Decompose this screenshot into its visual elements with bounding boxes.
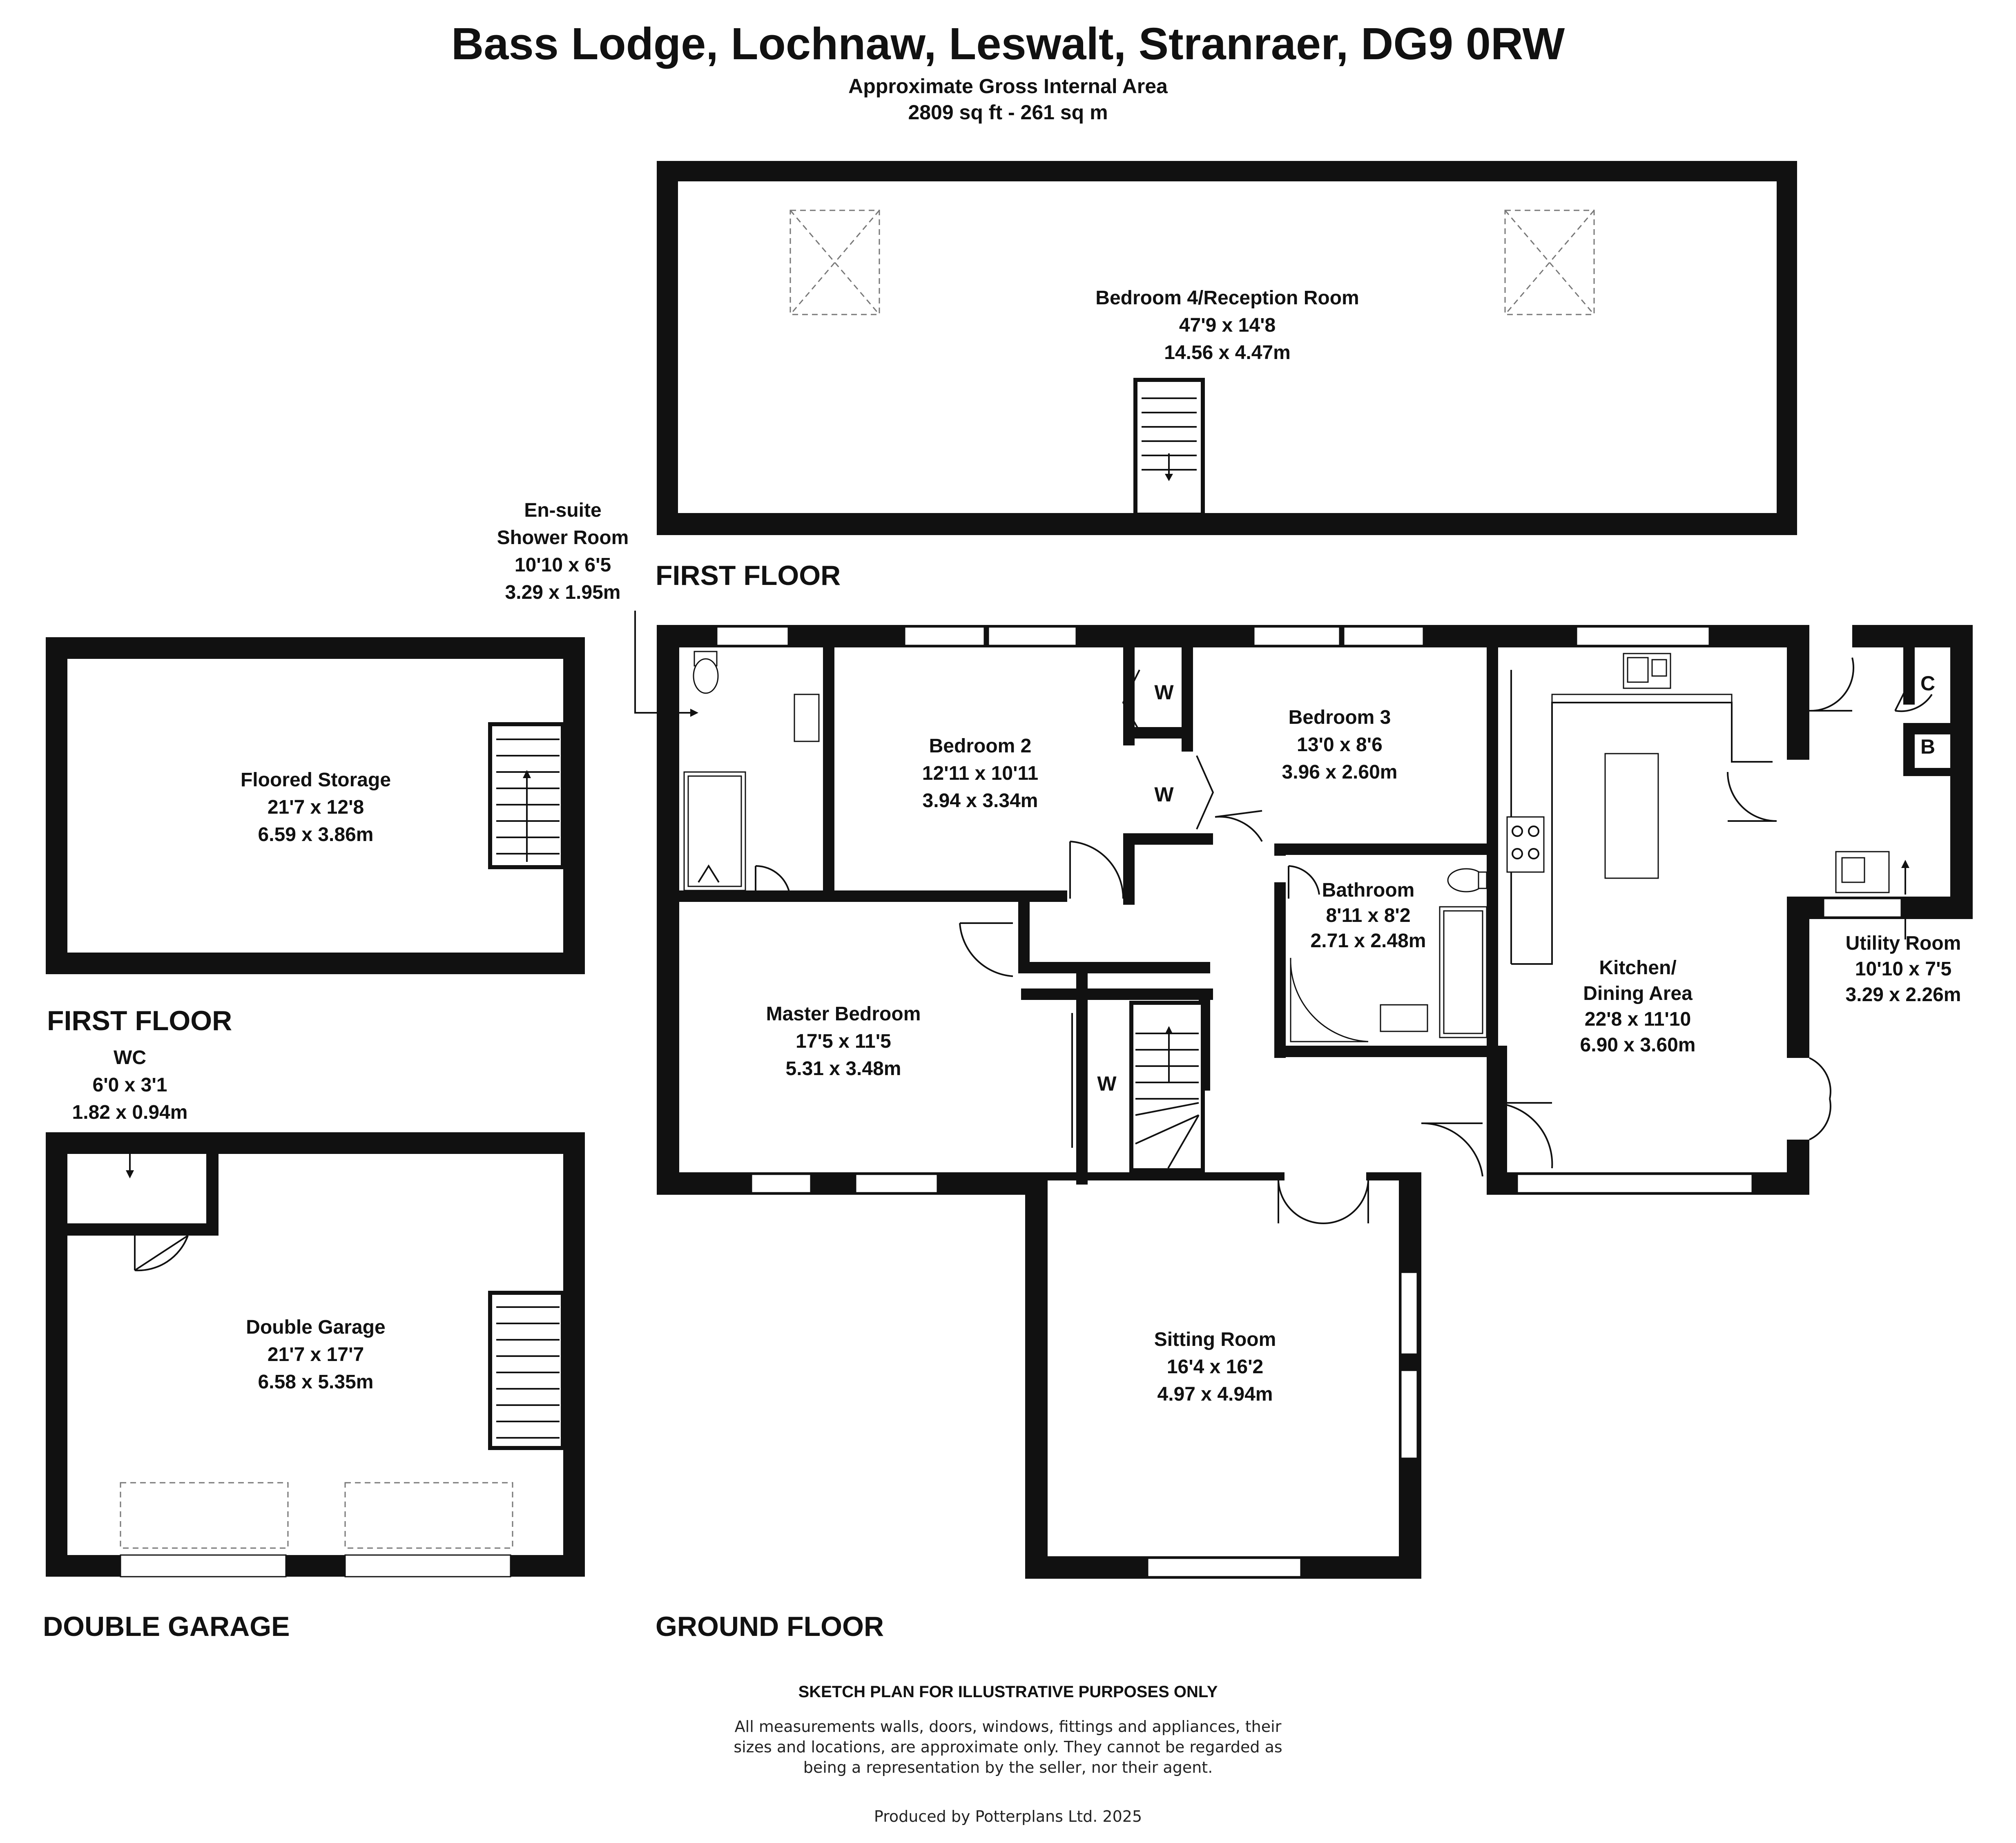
bathroom-shower-icon <box>1290 957 1369 1042</box>
double-garage-label: DOUBLE GARAGE <box>43 1611 290 1642</box>
storage-name: Floored Storage <box>241 769 391 791</box>
wardrobe-label-2: W <box>1154 783 1174 806</box>
disclaimer-line-1: All measurements walls, doors, windows, … <box>735 1718 1282 1736</box>
wc-door <box>134 1235 189 1272</box>
master-imperial: 17'5 x 11'5 <box>796 1031 891 1052</box>
wc-metric: 1.82 x 0.94m <box>72 1102 188 1123</box>
double-garage-plan: Double Garage 21'7 x 17'7 6.58 x 5.35m <box>46 1132 585 1577</box>
door-french-kitchen <box>1809 1057 1831 1140</box>
ensuite-toilet-icon <box>693 651 719 694</box>
hob-icon <box>1506 816 1545 873</box>
bathroom-imperial: 8'11 x 8'2 <box>1326 905 1410 926</box>
master-name: Master Bedroom <box>766 1003 921 1025</box>
bedroom3-metric: 3.96 x 2.60m <box>1282 761 1398 783</box>
storage-imperial: 21'7 x 12'8 <box>268 797 364 818</box>
boiler-label: B <box>1920 735 1935 758</box>
first-floor-label-main: FIRST FLOOR <box>656 560 841 591</box>
door-kitchen <box>1490 1102 1553 1169</box>
door-wardrobe-1 <box>1122 669 1140 732</box>
door-utility <box>1809 657 1855 712</box>
ensuite-imperial: 10'10 x 6'5 <box>515 554 611 576</box>
door-hall <box>1421 1122 1483 1177</box>
kitchen-name-line1: Kitchen/ <box>1599 957 1676 979</box>
first-floor-plan: Bedroom 4/Reception Room 47'9 x 14'8 14.… <box>657 161 1797 535</box>
garage-staircase <box>488 1291 565 1450</box>
utility-metric: 3.29 x 2.26m <box>1846 984 1961 1006</box>
bedroom3-imperial: 13'0 x 8'6 <box>1297 734 1383 756</box>
ground-floor-label: GROUND FLOOR <box>656 1611 884 1642</box>
ground-wall-bottom-left <box>657 1172 1014 1195</box>
cupboard-label: C <box>1920 672 1935 695</box>
area-value: 2809 sq ft - 261 sq m <box>908 101 1108 124</box>
first-floor-label-garage: FIRST FLOOR <box>47 1005 232 1036</box>
utility-name: Utility Room <box>1846 933 1961 954</box>
storage-staircase <box>488 722 565 869</box>
utility-sink-icon <box>1835 851 1890 893</box>
window-ensuite <box>716 626 789 646</box>
ground-wall-left <box>657 625 679 1195</box>
bathroom-name: Bathroom <box>1322 879 1415 901</box>
bedroom4-staircase <box>1133 378 1205 517</box>
ensuite-shower-icon <box>683 771 746 891</box>
wardrobe-label-3: W <box>1097 1072 1117 1095</box>
disclaimer-line-2: sizes and locations, are approximate onl… <box>734 1738 1282 1756</box>
wc-name: WC <box>114 1047 146 1069</box>
page-title: Bass Lodge, Lochnaw, Leswalt, Stranraer,… <box>451 19 1565 69</box>
bedroom3-name: Bedroom 3 <box>1289 707 1391 728</box>
bedroom4-imperial: 47'9 x 14'8 <box>1179 315 1276 336</box>
sitting-metric: 4.97 x 4.94m <box>1157 1383 1273 1405</box>
bathroom-basin-icon <box>1380 1004 1428 1032</box>
disclaimer-title: SKETCH PLAN FOR ILLUSTRATIVE PURPOSES ON… <box>798 1683 1218 1701</box>
skylight-right <box>1504 210 1595 315</box>
door-bathroom <box>1288 865 1320 899</box>
bedroom4-metric: 14.56 x 4.47m <box>1164 342 1291 364</box>
sitting-imperial: 16'4 x 16'2 <box>1167 1356 1263 1378</box>
skylight-left <box>789 210 880 315</box>
kitchen-name-line2: Dining Area <box>1583 983 1693 1004</box>
door-ensuite <box>755 865 791 899</box>
door-sitting-left <box>1277 1176 1324 1225</box>
ensuite-basin-icon <box>794 694 820 742</box>
producer-credit: Produced by Potterplans Ltd. 2025 <box>874 1807 1142 1825</box>
garage-metric: 6.58 x 5.35m <box>258 1371 374 1393</box>
door-master <box>959 922 1013 977</box>
garage-first-floor-plan: Floored Storage 21'7 x 12'8 6.59 x 3.86m <box>46 637 585 974</box>
kitchen-metric: 6.90 x 3.60m <box>1580 1034 1696 1056</box>
bathroom-bath-icon <box>1439 906 1487 1038</box>
kitchen-imperial: 22'8 x 11'10 <box>1585 1009 1691 1030</box>
ensuite-name-line2: Shower Room <box>497 527 629 549</box>
disclaimer-line-3: being a representation by the seller, no… <box>803 1758 1213 1776</box>
master-metric: 5.31 x 3.48m <box>786 1058 901 1080</box>
door-wardrobe-2 <box>1196 755 1214 830</box>
door-sitting-right <box>1323 1176 1369 1225</box>
bathroom-toilet-icon <box>1447 868 1487 892</box>
kitchen-sink-icon <box>1623 653 1671 689</box>
door-bedroom2 <box>1069 841 1124 899</box>
hall-staircase <box>1129 1001 1205 1172</box>
wardrobe-label-1: W <box>1154 681 1174 704</box>
ensuite-metric: 3.29 x 1.95m <box>505 582 621 603</box>
utility-imperial: 10'10 x 7'5 <box>1855 958 1951 980</box>
storage-metric: 6.59 x 3.86m <box>258 824 374 846</box>
ground-floor-plan: W W W C B Bedroom 2 12'11 x 10'11 3.94 x… <box>634 611 1973 1579</box>
area-label: Approximate Gross Internal Area <box>848 75 1168 98</box>
bedroom4-name: Bedroom 4/Reception Room <box>1095 287 1359 309</box>
bedroom2-imperial: 12'11 x 10'11 <box>922 763 1038 784</box>
door-kitchen-utility <box>1727 772 1777 822</box>
kitchen-counter-top <box>1551 694 1733 703</box>
bedroom2-metric: 3.94 x 3.34m <box>923 790 1038 812</box>
wc-imperial: 6'0 x 3'1 <box>93 1074 167 1096</box>
garage-name: Double Garage <box>246 1316 385 1338</box>
sitting-name: Sitting Room <box>1154 1329 1276 1350</box>
bathroom-metric: 2.71 x 2.48m <box>1311 930 1426 952</box>
bedroom2-name: Bedroom 2 <box>929 735 1032 757</box>
ensuite-name-line1: En-suite <box>524 500 601 521</box>
garage-imperial: 21'7 x 17'7 <box>268 1344 364 1366</box>
sitting-wall-left <box>1025 1172 1048 1579</box>
door-bedroom3 <box>1215 810 1263 842</box>
kitchen-island <box>1604 753 1659 879</box>
